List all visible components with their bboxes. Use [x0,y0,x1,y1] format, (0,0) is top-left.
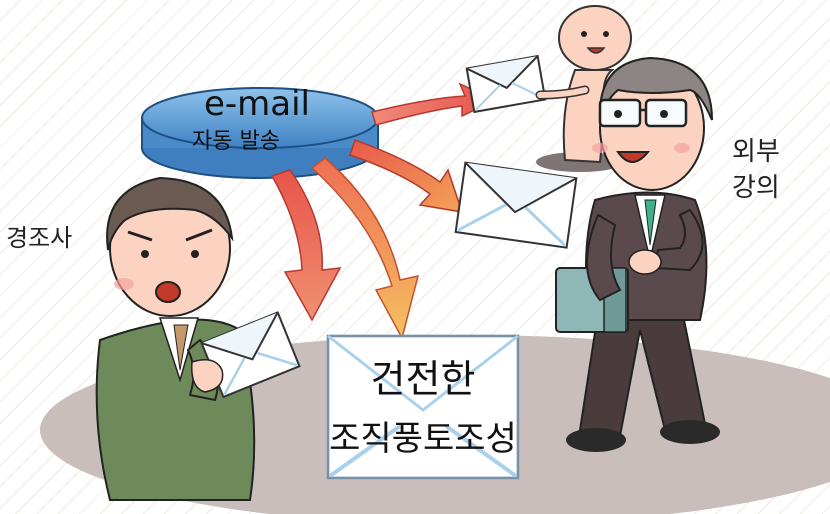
right-person-label-line1: 외부 [732,137,780,167]
hub-label-top: e-mail [204,84,310,124]
envelope-center [326,334,520,480]
envelope-left [200,311,301,399]
envelope-top [465,54,547,114]
right-person-label-line2: 강의 [732,173,780,203]
center-envelope-line1: 건전한 [371,357,476,401]
center-envelope-line2: 조직풍토조성 [329,419,517,459]
right-man-figure [555,56,720,452]
arrow-to-left-person [270,169,342,322]
arrow-to-right-envelope [349,139,464,213]
envelope-right [454,161,578,249]
left-person-label: 경조사 [6,224,72,252]
arrow-to-center-envelope [310,157,420,341]
left-man-hand [191,359,224,393]
hub-label-bottom: 자동 발송 [192,129,280,154]
